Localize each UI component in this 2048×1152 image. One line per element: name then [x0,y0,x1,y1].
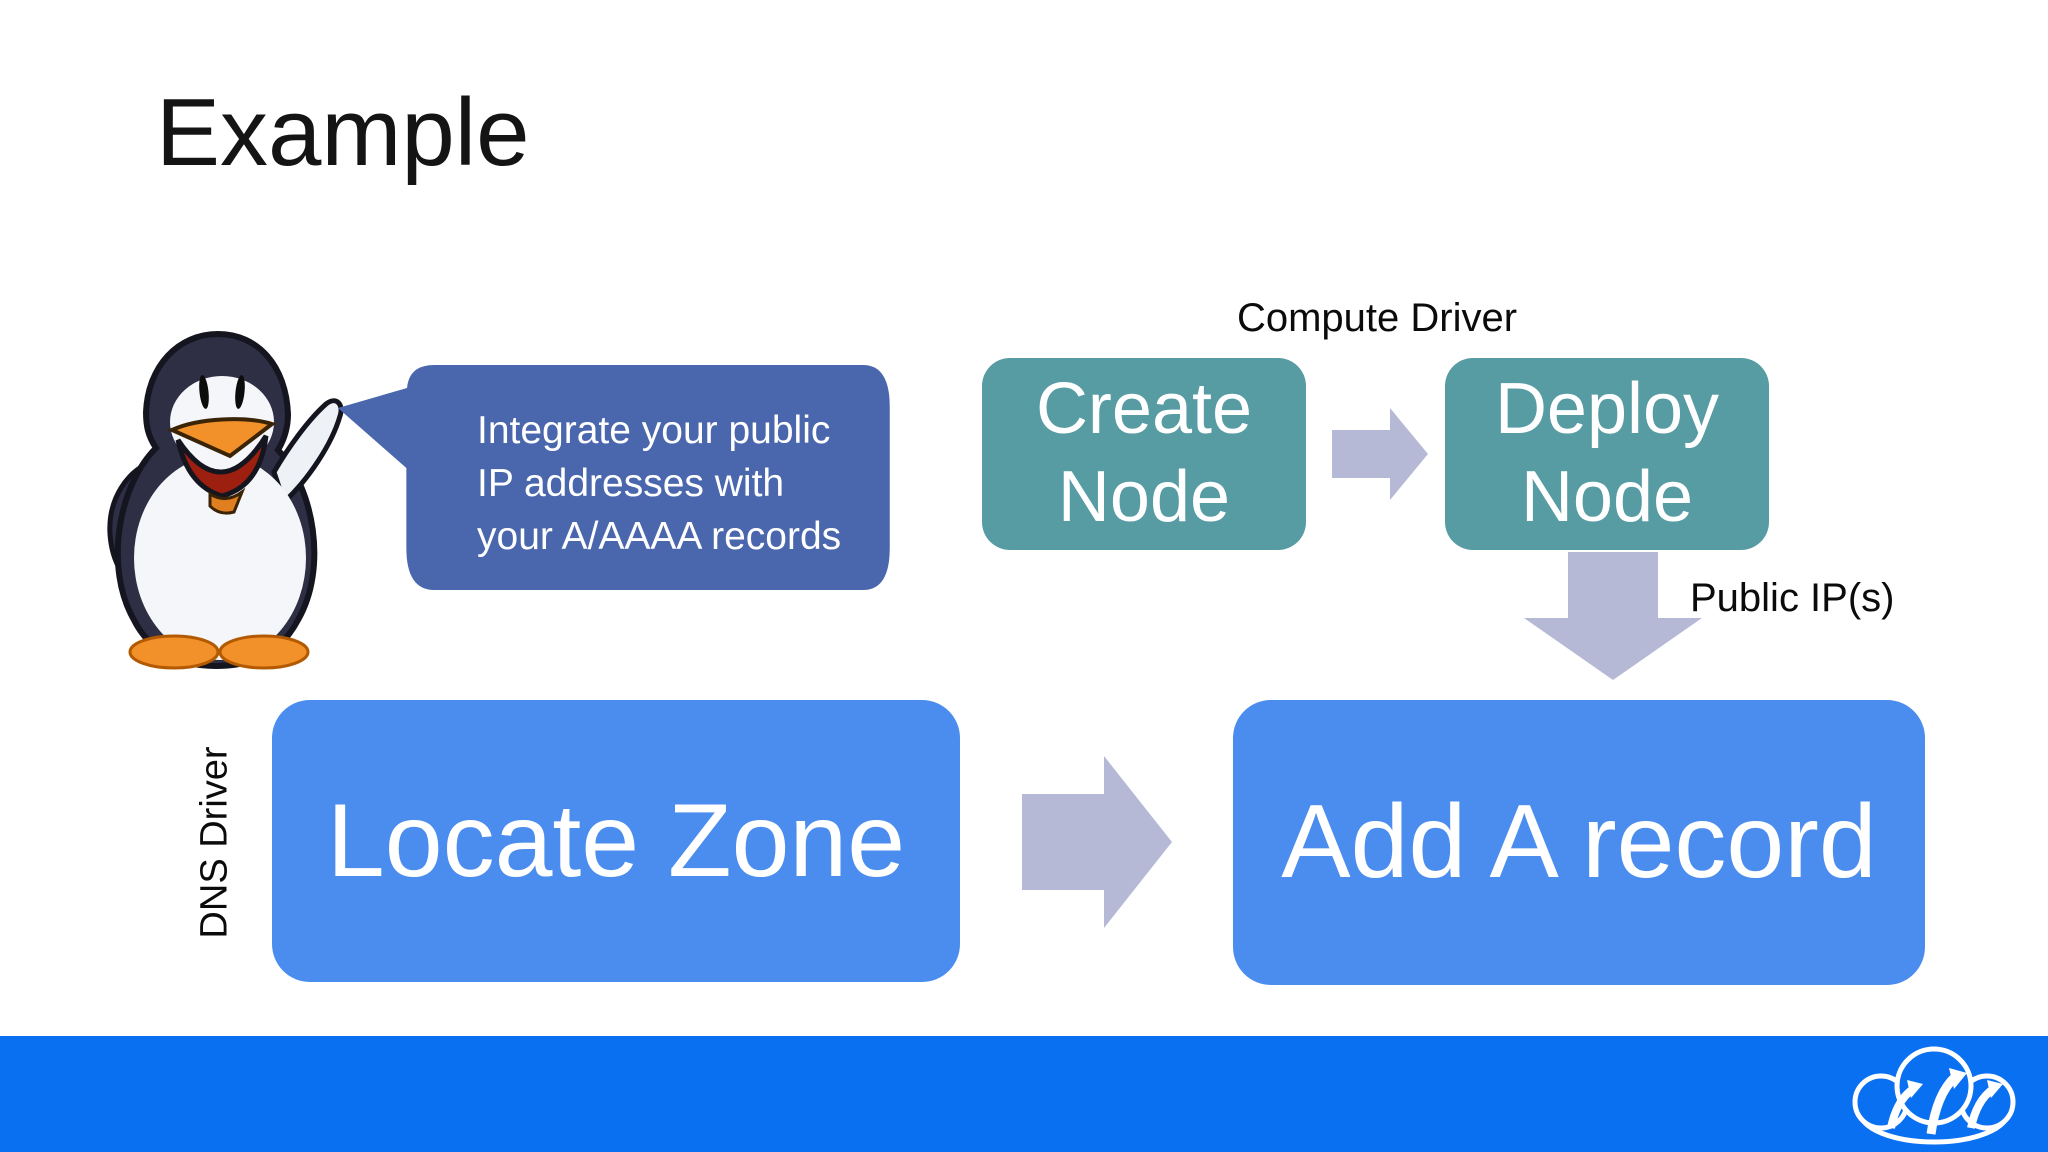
footer-bar [0,1036,2048,1152]
page-title: Example [156,79,530,186]
speech-bubble-text: Integrate your public IP addresses with … [477,409,842,559]
arrow-down-icon [1524,552,1702,680]
add-a-record-box: Add A record [1233,700,1925,985]
deploy-node-box: Deploy Node [1445,358,1769,550]
locate-zone-box: Locate Zone [272,700,960,982]
public-ips-label: Public IP(s) [1690,576,1895,620]
speech-bubble [337,365,890,590]
penguin-mascot-image [107,330,344,670]
cloud-logo-icon [1852,1046,2016,1145]
dns-driver-label: DNS Driver [193,746,236,939]
arrow-right-icon [1022,756,1172,928]
create-node-box: Create Node [982,358,1306,550]
compute-driver-label: Compute Driver [1236,296,1518,340]
arrow-right-icon [1332,408,1428,500]
